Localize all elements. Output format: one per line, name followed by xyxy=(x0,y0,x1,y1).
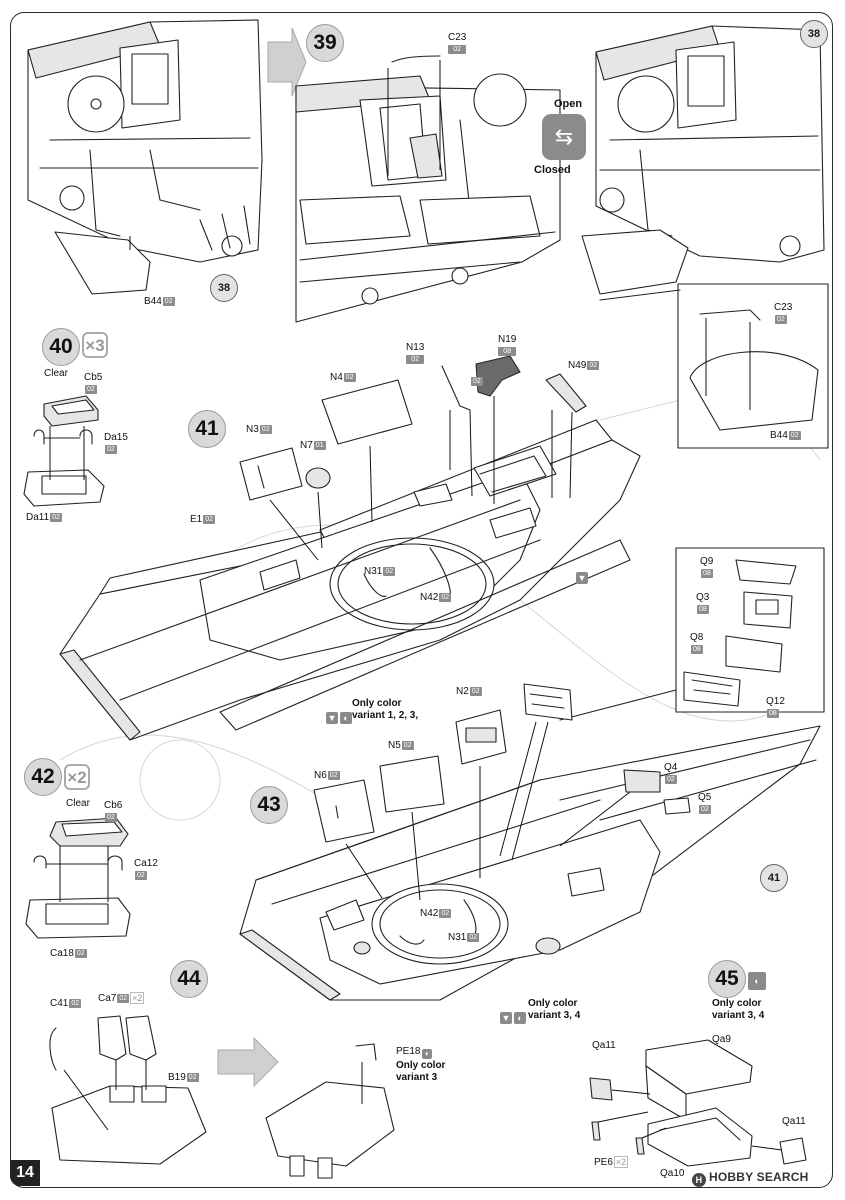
color-palette-icon: ◐ xyxy=(422,1049,433,1059)
note-variant-34-a: Only color variant 3, 4 xyxy=(528,998,581,1021)
part-label-qa11-a: Qa11 xyxy=(592,1040,616,1051)
step-number-45: 45 xyxy=(708,960,746,998)
color-palette-icon: ▼ xyxy=(576,572,588,584)
step40-parts xyxy=(23,395,105,507)
part-label-n19-sub: 02 xyxy=(471,377,483,386)
step45-parts xyxy=(589,1039,807,1167)
ref-step-38-a: 38 xyxy=(210,274,238,302)
step42-parts xyxy=(25,817,131,939)
step-number-44: 44 xyxy=(170,960,208,998)
interior-view-center xyxy=(295,55,561,323)
closed-label: Closed xyxy=(534,164,571,176)
step-number-40: 40 xyxy=(42,328,80,366)
ref-step-41: 41 xyxy=(760,864,788,892)
clear-label-42: Clear xyxy=(66,798,90,809)
sequence-arrow-2 xyxy=(217,1036,279,1088)
q-parts-inset xyxy=(559,547,825,721)
color-palette-icon: ◐ xyxy=(514,1012,526,1024)
ref-step-38-b: 38 xyxy=(800,20,828,48)
part-label-qa10: Qa10 xyxy=(660,1168,685,1179)
step-42-multiplier: ×2 xyxy=(64,764,90,790)
step41-hull xyxy=(59,355,641,741)
color-palette-icon: ▼ xyxy=(500,1012,512,1024)
step-number-39: 39 xyxy=(306,24,344,62)
swap-arrows-icon: ⇆ xyxy=(542,114,586,160)
color-palette-icon: ▼ xyxy=(326,712,338,724)
step-number-43: 43 xyxy=(250,786,288,824)
step-number-42: 42 xyxy=(24,758,62,796)
part-label-pe6: PE6×2 xyxy=(594,1156,629,1168)
color-palette-icon: ◐ xyxy=(340,712,352,724)
part-label-qa11-b: Qa11 xyxy=(782,1116,806,1127)
hobby-search-logo: H xyxy=(692,1173,706,1187)
interior-view-left xyxy=(27,19,263,295)
step-number-41: 41 xyxy=(188,410,226,448)
step-40-multiplier: ×3 xyxy=(82,332,108,358)
clear-label-40: Clear xyxy=(44,368,68,379)
hatch-inset xyxy=(599,283,829,449)
open-label: Open xyxy=(554,98,583,110)
step44-parts xyxy=(49,1015,207,1165)
part-label-pe18: PE18◐ xyxy=(396,1046,433,1059)
part-label-qa9: Qa9 xyxy=(712,1034,731,1045)
note-variant-34-b: Only color variant 3, 4 xyxy=(712,998,765,1021)
sequence-arrow xyxy=(267,27,307,97)
step44-result xyxy=(265,1043,395,1179)
step43-hull xyxy=(239,683,821,1001)
note-variant-3: Only color variant 3 xyxy=(396,1060,446,1083)
page-frame xyxy=(10,12,833,1188)
note-variant-123: Only color variant 1, 2, 3, xyxy=(352,698,419,721)
page-number: 14 xyxy=(10,1160,40,1186)
interior-view-right xyxy=(581,25,825,295)
color-palette-icon: ◐ xyxy=(748,972,766,990)
